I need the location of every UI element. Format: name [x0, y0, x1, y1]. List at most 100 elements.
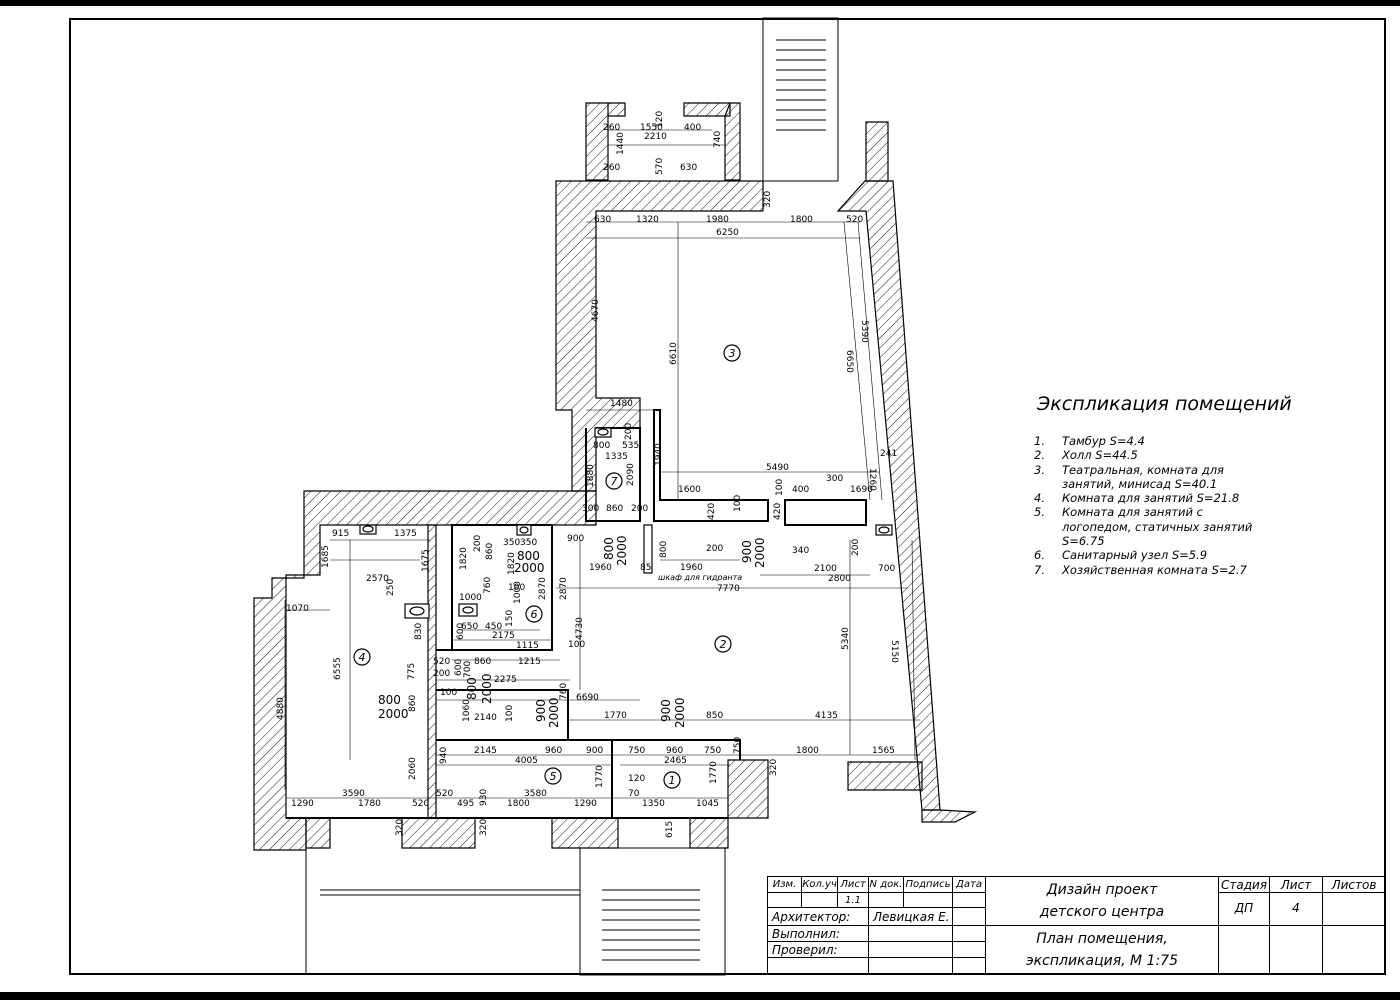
- dimension-label: 1375: [394, 529, 417, 539]
- dimension-label: 1480: [610, 399, 633, 409]
- dimension-label: 3580: [524, 789, 547, 799]
- dimension-label: 800: [517, 549, 540, 563]
- dimension-label: 1940: [654, 443, 664, 466]
- header-signature: Подпись: [903, 876, 953, 893]
- dimension-label: 400: [684, 123, 701, 133]
- dimension-label: 900: [534, 699, 548, 722]
- dimension-label: 520: [433, 657, 450, 667]
- dimension-label: 400: [792, 485, 809, 495]
- dimension-label: 650: [461, 622, 478, 632]
- dimension-label: 750: [704, 746, 721, 756]
- blank-cell: [952, 941, 986, 958]
- dimension-label: 1960: [680, 563, 703, 573]
- architect-label: Архитектор:: [767, 907, 869, 926]
- room-marker-6: [525, 605, 543, 623]
- wall-ne-pier: [865, 121, 889, 182]
- wall-bottom-left: [305, 817, 331, 849]
- dimension-label: 1215: [518, 657, 541, 667]
- stairs-bottom: [305, 847, 726, 976]
- dimension-label: 1070: [286, 604, 309, 614]
- dimension-label: 760: [559, 683, 569, 700]
- dimension-label: 1260: [867, 468, 877, 491]
- room-numbers: 1 2 3 4 5 6 7: [359, 347, 736, 787]
- dimension-label: 300: [582, 504, 599, 514]
- dimension-label: 775: [407, 663, 417, 680]
- room-number-4: 4: [359, 651, 366, 664]
- room-number-1: 1: [669, 774, 676, 787]
- dimension-label: 520: [436, 789, 453, 799]
- dimension-label: 800: [378, 693, 401, 707]
- dimension-label: 85: [640, 563, 651, 573]
- dimension-label: 7770: [717, 584, 740, 594]
- dimension-label: 100: [775, 479, 785, 496]
- dimension-label: 2570: [366, 574, 389, 584]
- dimension-label: 630: [680, 163, 697, 173]
- room-marker-3: [723, 344, 741, 362]
- dimension-label: 900: [567, 534, 584, 544]
- dimension-label: 1780: [358, 799, 381, 809]
- dimension-label: 1000: [513, 581, 523, 604]
- drawing-frame: [69, 18, 1386, 975]
- sheets-value: [1322, 892, 1386, 926]
- dimension-label: 2090: [626, 463, 636, 486]
- performed-label: Выполнил:: [767, 925, 869, 942]
- dimension-label: 200: [433, 669, 450, 679]
- dimension-label: 6690: [576, 693, 599, 703]
- dimension-label: 850: [706, 711, 723, 721]
- dimension-label: 800: [659, 541, 669, 558]
- blank-cell: [868, 892, 904, 908]
- dimension-label: 900: [740, 540, 754, 563]
- dimension-label: 1045: [696, 799, 719, 809]
- dimension-label: 420: [707, 503, 717, 520]
- dimension-label: 600: [454, 659, 464, 676]
- room-number-7: 7: [611, 475, 618, 488]
- dimension-label: 1060: [462, 699, 472, 722]
- dimension-label: 1290: [291, 799, 314, 809]
- title-block: Изм. Кол.уч Лист N док. Подпись Дата 1.1…: [767, 876, 1386, 975]
- dimension-label: 2000: [480, 673, 494, 704]
- dimension-label: 1880: [586, 464, 596, 487]
- legend-item: 3.Театральная, комната для занятий, мини…: [1034, 462, 1224, 491]
- dimension-label: 320: [769, 759, 779, 776]
- dimension-label: 2000: [378, 707, 409, 721]
- dimension-label: 600: [456, 623, 466, 640]
- room-number-2: 2: [720, 638, 727, 651]
- dimension-label: 6610: [669, 342, 679, 365]
- dimension-label: 1685: [321, 545, 331, 568]
- legend-item: 4.Комната для занятий S=21.8: [1034, 491, 1240, 506]
- dimension-label: 2000: [514, 561, 545, 575]
- dimension-label: 535: [622, 441, 639, 451]
- legend-item: 1.Тамбур S=4.4: [1034, 434, 1145, 448]
- dimension-label: 915: [332, 529, 349, 539]
- blank-cell: [868, 957, 953, 975]
- interior-partitions: [286, 409, 867, 819]
- dimension-label: 860: [485, 543, 495, 560]
- dimension-label: 2145: [474, 746, 497, 756]
- sheet-value: 4: [1269, 892, 1323, 926]
- dimension-label: 900: [659, 699, 673, 722]
- dimension-label: 260: [603, 123, 620, 133]
- header-count: Кол.уч: [801, 876, 838, 893]
- stairs-top: [762, 17, 839, 182]
- dimension-label: 1320: [636, 215, 659, 225]
- blank-cell: [801, 892, 838, 908]
- dimension-label: 520: [846, 215, 863, 225]
- room-legend: 1.Тамбур S=4.4 2.Холл S=44.5 3.Театральн…: [1034, 434, 1267, 577]
- dimension-label: 120: [628, 774, 645, 784]
- dimension-label: 300: [826, 474, 843, 484]
- project-title: Дизайн проект детского центра: [985, 876, 1219, 926]
- room-marker-1: [663, 771, 681, 789]
- sheet-label: Лист: [1269, 876, 1323, 893]
- blank-cell: [952, 892, 986, 908]
- dimension-label: 2870: [559, 577, 569, 600]
- dimension-label: 900: [586, 746, 603, 756]
- sheet-title: План помещения, экспликация, М 1:75: [985, 925, 1219, 975]
- dimension-label: 960: [666, 746, 683, 756]
- dimension-label: 1350: [642, 799, 665, 809]
- dimension-label: 960: [545, 746, 562, 756]
- dimension-label: 830: [414, 623, 424, 640]
- dimension-label: 320: [479, 819, 489, 836]
- fixtures: [359, 427, 893, 619]
- legend-item: 2.Холл S=44.5: [1034, 448, 1138, 463]
